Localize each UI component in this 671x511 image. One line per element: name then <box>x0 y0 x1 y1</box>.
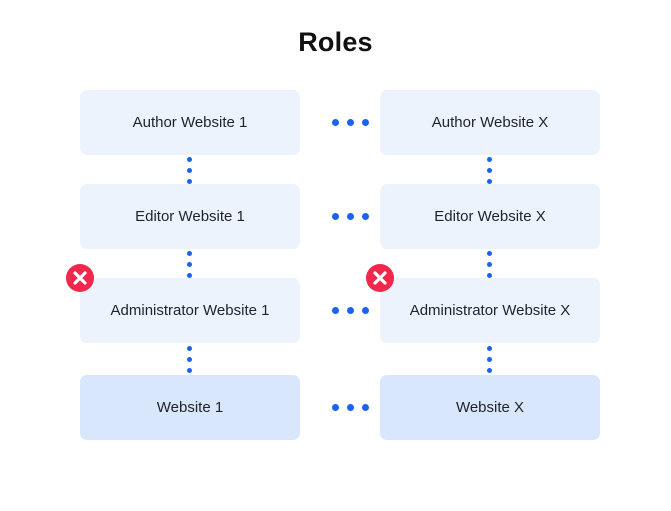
connector-dot <box>187 156 192 162</box>
horizontal-ellipsis-administrator <box>320 278 380 343</box>
node-administrator-website-1[interactable]: Administrator Website 1 <box>80 278 300 343</box>
node-label: Author Website X <box>431 114 549 131</box>
vertical-connector-left-editor-administrator <box>187 250 192 278</box>
connector-dot <box>187 346 192 351</box>
vertical-connector-right-administrator-website <box>487 344 492 375</box>
page-title: Roles <box>298 27 373 57</box>
node-website-x[interactable]: Website X <box>380 375 600 440</box>
horizontal-ellipsis-website <box>320 375 380 440</box>
horizontal-ellipsis-editor <box>320 184 380 249</box>
node-editor-website-1[interactable]: Editor Website 1 <box>80 184 300 249</box>
connector-dot <box>487 357 492 362</box>
diagram-row-administrator: Administrator Website 1 Administrator We… <box>80 278 600 343</box>
node-label: Author Website 1 <box>132 114 248 131</box>
ellipsis-dot <box>361 213 369 220</box>
ellipsis-dot <box>331 119 339 126</box>
node-label: Website 1 <box>156 399 224 416</box>
connector-dot <box>187 261 192 267</box>
diagram-row-author: Author Website 1 Author Website X <box>80 90 600 155</box>
node-label: Website X <box>455 399 525 416</box>
connector-dot <box>487 346 492 351</box>
connector-dot <box>187 167 192 173</box>
error-circle-x-icon[interactable] <box>365 263 395 293</box>
horizontal-ellipsis-author <box>320 90 380 155</box>
connector-dot <box>487 272 492 278</box>
ellipsis-dot <box>346 119 354 126</box>
ellipsis-dot <box>361 119 369 126</box>
vertical-connector-right-author-editor <box>487 156 492 184</box>
ellipsis-dot <box>346 307 354 314</box>
connector-dot <box>187 178 192 184</box>
connector-dot <box>487 250 492 256</box>
vertical-connector-left-administrator-website <box>187 344 192 375</box>
ellipsis-dot <box>346 213 354 220</box>
ellipsis-dot <box>331 307 339 314</box>
ellipsis-dot <box>361 307 369 314</box>
roles-grid: Author Website 1 Author Website X <box>66 90 600 442</box>
node-label: Editor Website 1 <box>135 208 245 225</box>
diagram-row-website: Website 1 Website X <box>80 375 600 440</box>
node-label: Editor Website X <box>434 208 546 225</box>
connector-dot <box>487 156 492 162</box>
ellipsis-dot <box>346 404 354 411</box>
node-administrator-website-x[interactable]: Administrator Website X <box>380 278 600 343</box>
connector-dot <box>187 250 192 256</box>
ellipsis-dot <box>331 213 339 220</box>
connector-dot <box>487 368 492 373</box>
connector-dot <box>487 261 492 267</box>
connector-dot <box>187 368 192 373</box>
node-author-website-x[interactable]: Author Website X <box>380 90 600 155</box>
node-author-website-1[interactable]: Author Website 1 <box>80 90 300 155</box>
diagram-row-editor: Editor Website 1 Editor Website X <box>80 184 600 249</box>
connector-dot <box>187 357 192 362</box>
connector-dot <box>487 167 492 173</box>
node-label: Administrator Website 1 <box>110 302 270 319</box>
ellipsis-dot <box>331 404 339 411</box>
connector-dot <box>487 178 492 184</box>
vertical-connector-right-editor-administrator <box>487 250 492 278</box>
error-circle-x-icon[interactable] <box>65 263 95 293</box>
connector-dot <box>187 272 192 278</box>
node-editor-website-x[interactable]: Editor Website X <box>380 184 600 249</box>
vertical-connector-left-author-editor <box>187 156 192 184</box>
node-website-1[interactable]: Website 1 <box>80 375 300 440</box>
ellipsis-dot <box>361 404 369 411</box>
node-label: Administrator Website X <box>409 302 571 319</box>
